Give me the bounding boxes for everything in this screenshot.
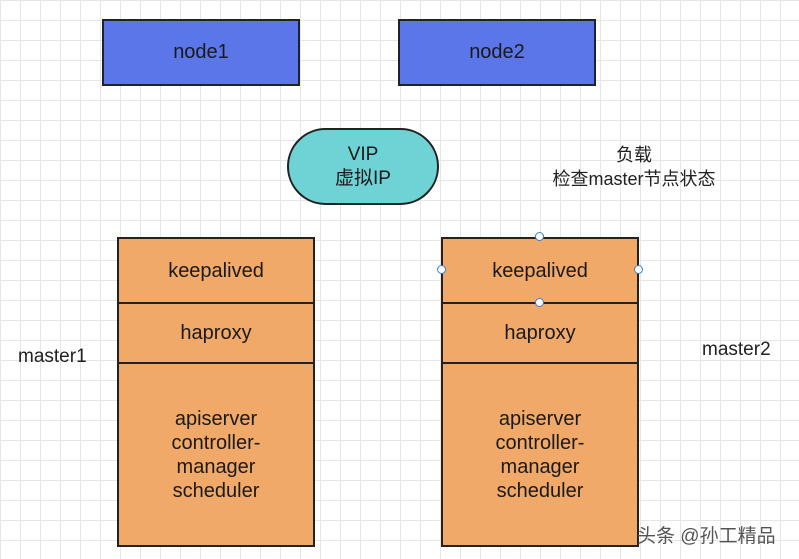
master1-stack: keepalived haproxy apiserver controller-… <box>117 237 315 547</box>
load-note-line1: 负载 <box>616 145 652 165</box>
master2-stack: keepalived haproxy apiserver controller-… <box>441 237 639 547</box>
vip-title: VIP <box>347 143 379 165</box>
vip-subtitle: 虚拟IP <box>335 167 391 189</box>
node1-label: node1 <box>173 41 229 63</box>
master2-components[interactable]: apiserver controller- manager scheduler <box>441 362 639 547</box>
master1-components[interactable]: apiserver controller- manager scheduler <box>117 362 315 547</box>
master1-scheduler: scheduler <box>172 479 260 502</box>
resize-handle-bottom[interactable] <box>535 298 544 307</box>
master2-keepalived[interactable]: keepalived <box>441 237 639 304</box>
node1-box[interactable]: node1 <box>102 19 300 86</box>
watermark: 头条 @孙工精品 <box>637 526 776 547</box>
load-note: 负载 检查master节点状态 <box>534 143 734 191</box>
master2-apiserver: apiserver <box>498 407 582 430</box>
node2-label: node2 <box>469 41 525 63</box>
master1-manager: manager <box>176 455 256 478</box>
master1-keepalived-label: keepalived <box>168 259 264 282</box>
master1-controller: controller- <box>171 431 261 454</box>
resize-handle-top[interactable] <box>535 232 544 241</box>
master1-label: master1 <box>18 346 87 367</box>
node2-box[interactable]: node2 <box>398 19 596 86</box>
master1-keepalived[interactable]: keepalived <box>117 237 315 304</box>
master2-manager: manager <box>500 455 580 478</box>
master1-apiserver: apiserver <box>174 407 258 430</box>
master2-label: master2 <box>702 339 771 360</box>
master2-haproxy[interactable]: haproxy <box>441 302 639 364</box>
master2-controller: controller- <box>495 431 585 454</box>
resize-handle-right[interactable] <box>634 265 643 274</box>
load-note-line2: 检查master节点状态 <box>552 169 716 189</box>
master2-keepalived-label: keepalived <box>492 259 588 282</box>
master2-haproxy-label: haproxy <box>504 322 576 344</box>
master2-scheduler: scheduler <box>496 479 584 502</box>
master1-haproxy-label: haproxy <box>180 322 252 344</box>
vip-box[interactable]: VIP 虚拟IP <box>287 128 439 205</box>
resize-handle-left[interactable] <box>437 265 446 274</box>
master1-haproxy[interactable]: haproxy <box>117 302 315 364</box>
